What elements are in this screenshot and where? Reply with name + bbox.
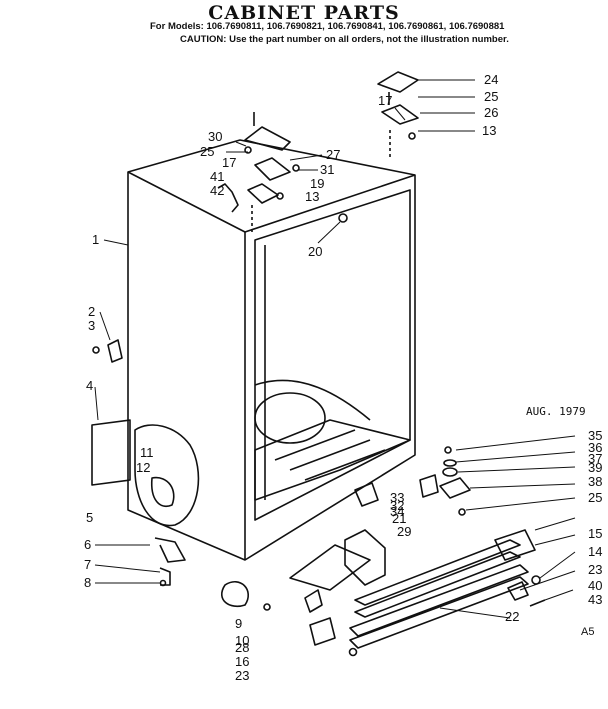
callout-33: 33: [390, 490, 404, 505]
callout-16: 16: [235, 654, 249, 669]
callout-17-right: 17: [378, 93, 392, 108]
callout-2: 2: [88, 304, 95, 319]
top-hinge-assembly-right: [377, 71, 419, 158]
callout-24: 24: [484, 72, 498, 87]
cabinet-body: [127, 139, 416, 561]
callout-27: 27: [326, 147, 340, 162]
callout-23-right: 23: [588, 562, 602, 577]
callout-36: 36: [588, 440, 602, 455]
callout-42: 42: [210, 183, 224, 198]
callout-9: 9: [235, 616, 242, 631]
callout-labels: 1 2 3 4 5 6 7 8 9 10 11 12 13 13 14 15 1…: [84, 72, 602, 683]
diagram-code: A5: [581, 626, 595, 638]
callout-41: 41: [210, 169, 224, 184]
callout-28: 28: [235, 640, 249, 655]
models-line: For Models: 106.7690811, 106.7690821, 10…: [150, 21, 505, 32]
callout-38: 38: [588, 474, 602, 489]
callout-26: 26: [484, 105, 498, 120]
callout-15: 15: [588, 526, 602, 541]
page-title: CABINET PARTS: [208, 2, 400, 24]
caution-line: CAUTION: Use the part number on all orde…: [180, 34, 509, 45]
callout-20: 20: [308, 244, 322, 259]
callout-8: 8: [84, 575, 91, 590]
top-hinge-assembly-left: [217, 112, 348, 232]
callout-25-right-top: 25: [484, 89, 498, 104]
callout-7: 7: [84, 557, 91, 572]
bottom-parts: [221, 529, 546, 657]
callout-25-top: 25: [200, 144, 214, 159]
date-stamp: AUG. 1979: [526, 405, 586, 418]
callout-5: 5: [86, 510, 93, 525]
callout-1: 1: [92, 232, 99, 247]
callout-22: 22: [505, 609, 519, 624]
callout-21: 21: [392, 511, 406, 526]
callout-43: 43: [588, 592, 602, 607]
callout-31: 31: [320, 162, 334, 177]
leader-lines: [94, 79, 576, 619]
callout-4: 4: [86, 378, 93, 393]
callout-39: 39: [588, 460, 602, 475]
callout-34: 34: [390, 504, 404, 519]
callout-32: 32: [390, 498, 404, 513]
left-side-parts: [91, 339, 186, 587]
callout-25-right: 25: [588, 490, 602, 505]
callout-13-top: 13: [305, 189, 319, 204]
callout-11: 11: [140, 445, 154, 460]
callout-14: 14: [588, 544, 602, 559]
callout-40: 40: [588, 578, 602, 593]
right-side-parts: [354, 446, 471, 516]
callout-3: 3: [88, 318, 95, 333]
callout-13-right: 13: [482, 123, 496, 138]
callout-19: 19: [310, 176, 324, 191]
callout-30: 30: [208, 129, 222, 144]
callout-12: 12: [136, 460, 150, 475]
callout-23-bottom: 23: [235, 668, 249, 683]
callout-35: 35: [588, 428, 602, 443]
callout-37: 37: [588, 451, 602, 466]
callout-29: 29: [397, 524, 411, 539]
callout-10: 10: [235, 633, 249, 648]
callout-17-left: 17: [222, 155, 236, 170]
callout-6: 6: [84, 537, 91, 552]
